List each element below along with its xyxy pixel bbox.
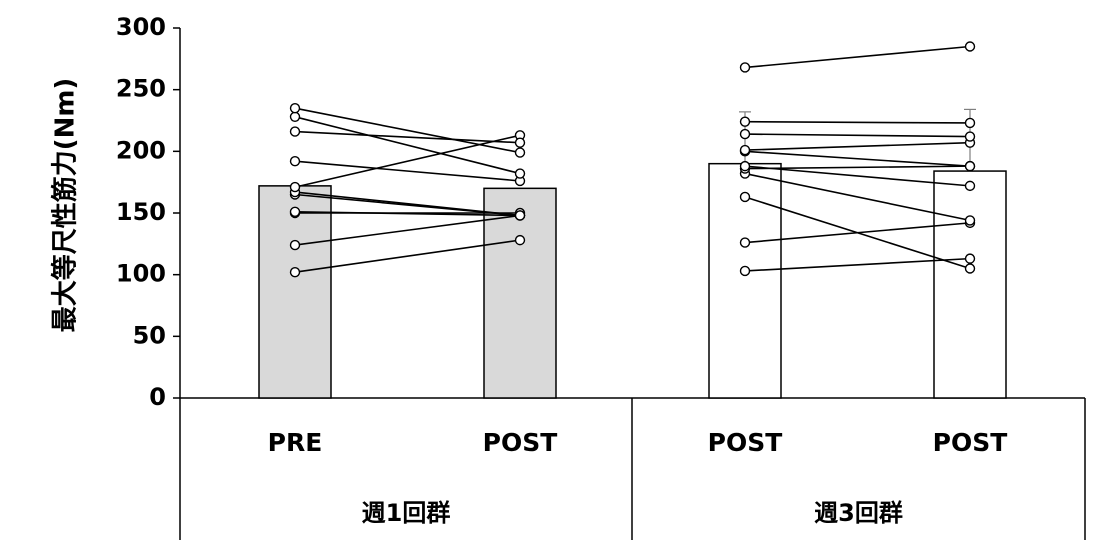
individual-point [964,131,976,142]
y-tick-label: 0 [149,383,166,411]
category-labels: PRE POST 週1回群 POST POST 週3回群 [268,428,1008,527]
y-tick-label: 300 [116,13,166,41]
y-tick-label: 100 [116,260,166,288]
bar [258,185,332,399]
individual-point [964,160,976,172]
individual-line [294,214,521,246]
individual-line [294,239,521,273]
individual-line [294,116,521,175]
individual-point [289,126,301,137]
individual-point [739,160,751,172]
individual-line [744,196,971,270]
individual-line [744,120,971,124]
individual-point [964,41,976,52]
individual-point [514,168,526,179]
individual-point [964,117,976,129]
category-label: POST [483,428,558,457]
axes: 0 50 100 150 200 250 300 [116,13,1086,540]
individual-line [744,172,971,222]
individual-point [964,180,976,192]
individual-point [964,215,976,226]
y-tick-label: 250 [116,75,166,103]
y-tick-label: 50 [133,321,166,349]
y-axis-label-group: 最大等尺性筋力(Nm) [50,78,81,333]
individual-line [294,210,521,217]
individual-lines [294,45,971,273]
y-tick-label: 150 [116,198,166,226]
individual-line [744,165,971,170]
individual-line [744,133,971,138]
category-label: POST [708,428,783,457]
individual-point [739,128,751,140]
individual-point [739,265,751,277]
individual-line [744,150,971,167]
individual-line [744,257,971,272]
individual-point [514,210,526,221]
individual-point [964,263,976,274]
category-label: PRE [268,428,323,457]
individual-line [294,107,521,154]
bar [933,170,1007,399]
individual-point [514,147,526,158]
individual-point [289,267,301,278]
error-bars [739,108,976,172]
bars [258,162,1007,399]
individual-line [294,160,521,182]
individual-point [514,234,526,246]
individual-line [744,165,971,187]
individual-point [289,239,301,251]
group-label: 週3回群 [814,499,903,527]
group-label: 週1回群 [362,499,451,527]
individual-point [739,237,751,248]
individual-point [289,102,301,114]
bar [708,162,782,399]
individual-point [739,144,751,156]
individual-point [964,253,976,264]
y-axis-label: 最大等尺性筋力(Nm) [50,78,81,333]
individual-line [294,191,521,217]
individual-point [739,116,751,127]
individual-point [289,111,301,123]
individual-points [289,41,976,278]
individual-point [289,181,301,193]
category-label: POST [933,428,1008,457]
individual-point [514,137,526,148]
individual-line [294,134,521,188]
y-tick-label: 200 [116,136,166,164]
individual-point [289,155,301,167]
individual-line [744,45,971,69]
individual-point [739,62,751,73]
individual-line [294,130,521,144]
individual-point [289,206,301,217]
bar [483,187,557,399]
individual-line [744,141,971,151]
individual-point [739,191,751,203]
